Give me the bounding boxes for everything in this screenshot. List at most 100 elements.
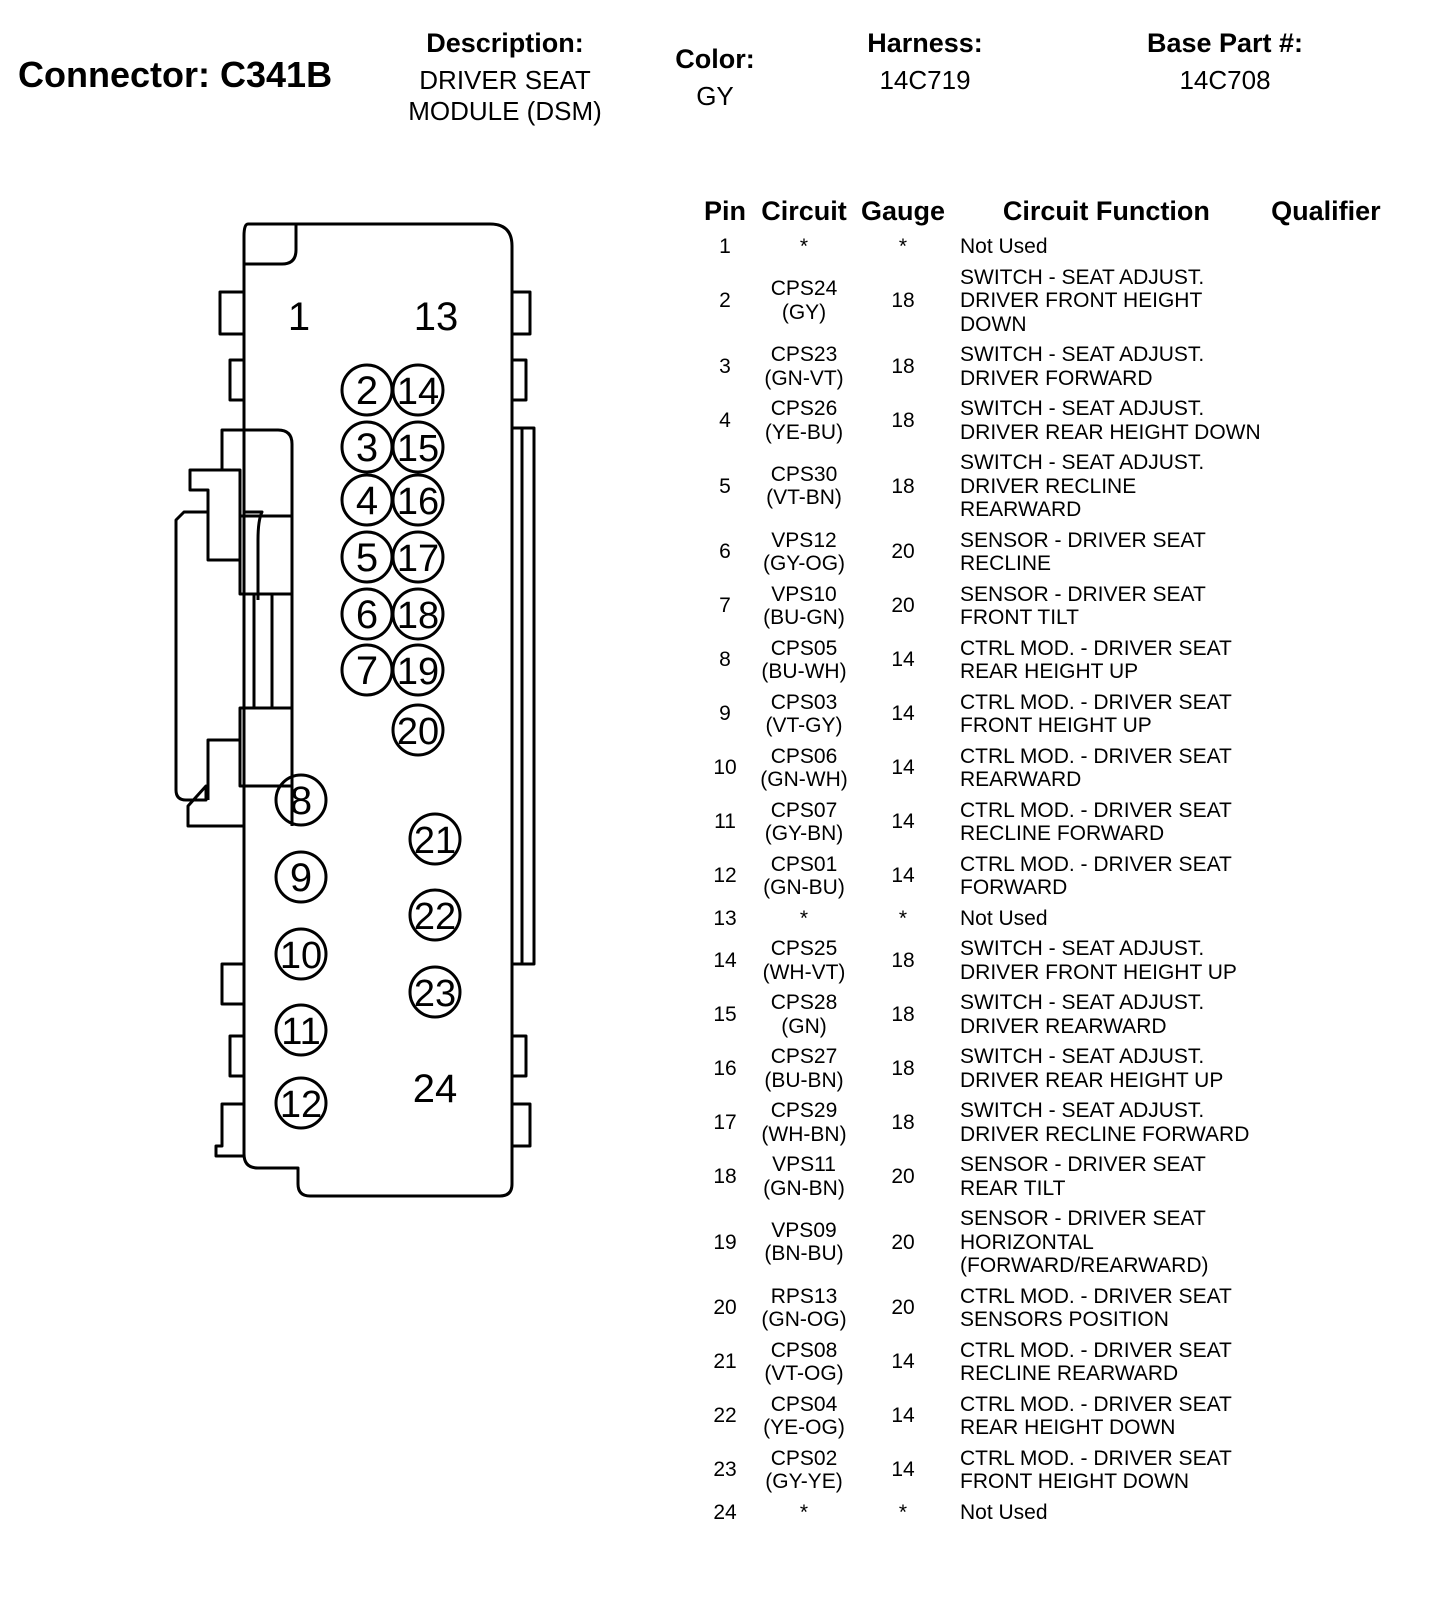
circuit-cell: *: [754, 1498, 854, 1529]
left-tab-2: [228, 358, 244, 402]
circuit-line: (GN-BN): [763, 1176, 845, 1200]
circuit-cell: CPS07(GY-BN): [754, 796, 854, 850]
circuit-cell: CPS29(WH-BN): [754, 1096, 854, 1150]
function-line: SWITCH - SEAT ADJUST.: [960, 397, 1205, 420]
pin-label: 13: [414, 295, 459, 339]
gauge-cell: 18: [891, 1002, 915, 1026]
function-line: FORWARD: [960, 876, 1068, 899]
function-line: SENSOR - DRIVER SEAT: [960, 1207, 1206, 1230]
circuit-line: CPS28: [770, 991, 838, 1014]
circuit-line: VPS09: [771, 1218, 837, 1242]
function-line: FRONT TILT: [960, 606, 1080, 629]
right-tab-3: [512, 1034, 528, 1078]
gauge-cell: 18: [891, 289, 915, 312]
function-line: DRIVER REAR HEIGHT DOWN: [960, 420, 1261, 444]
circuit-function-cell: Not Used: [952, 232, 1261, 263]
pin-number: 14: [713, 948, 737, 972]
left-tab-4: [228, 1034, 244, 1078]
base-part-block: Base Part #: 14C708: [1125, 28, 1325, 96]
pin-number-label: 10: [280, 935, 322, 977]
function-line: REARWARD: [960, 768, 1082, 791]
function-line: CTRL MOD. - DRIVER SEAT: [960, 1284, 1232, 1308]
function-line: DRIVER REAR HEIGHT UP: [960, 1068, 1224, 1092]
connector-id: C341B: [220, 54, 333, 95]
column-header-pin: Pin: [703, 195, 746, 226]
pin-number-label: 6: [356, 593, 378, 637]
circuit-line: (GY-OG): [762, 552, 846, 575]
pin-number-label: 11: [281, 1011, 320, 1053]
gauge-cell: 20: [891, 1296, 915, 1320]
pin-number: 13: [713, 906, 737, 930]
pin-number-label: 12: [280, 1084, 322, 1126]
circuit-line: CPS27: [770, 1045, 838, 1068]
pin-number-label: 8: [290, 779, 312, 823]
qualifier-cell: [1261, 1042, 1381, 1096]
pin-number: 4: [719, 408, 731, 432]
circuit-function-cell: SWITCH - SEAT ADJUST.DRIVER FORWARD: [952, 340, 1261, 394]
gauge-cell: 18: [891, 474, 915, 498]
function-line: SWITCH - SEAT ADJUST.: [960, 991, 1205, 1014]
circuit-line: (VT-GY): [765, 714, 843, 737]
gauge-cell: 18: [891, 948, 915, 972]
circuit-cell: *: [754, 904, 854, 935]
pin-cavity: [391, 420, 445, 474]
qualifier-cell: [1261, 394, 1381, 448]
circuit-function-cell: Not Used: [952, 904, 1261, 935]
circuit-cell: CPS27(BU-BN): [754, 1042, 854, 1096]
pin-label: 24: [413, 1067, 458, 1111]
table-row: 1**Not Used: [696, 232, 1381, 263]
circuit-line: (BU-BN): [764, 1068, 844, 1092]
pin-number-label: 7: [356, 649, 378, 693]
function-line: RECLINE REARWARD: [960, 1362, 1179, 1385]
pin-number: 22: [713, 1404, 737, 1428]
left-tab-3: [220, 962, 244, 1006]
gauge-cell: 18: [891, 1110, 915, 1134]
column-header-circuit: Circuit: [761, 195, 847, 226]
circuit-cell: CPS08(VT-OG): [754, 1336, 854, 1390]
function-line: SWITCH - SEAT ADJUST.: [960, 343, 1205, 366]
gauge-cell: *: [898, 1500, 908, 1524]
function-line: SENSORS POSITION: [960, 1308, 1169, 1331]
qualifier-cell: [1261, 448, 1381, 526]
pin-cavity: [391, 363, 445, 417]
pin-number: 6: [719, 540, 731, 564]
qualifier-cell: [1261, 796, 1381, 850]
pin-number-label: 14: [397, 371, 439, 413]
pin-number: 9: [719, 702, 731, 726]
base-part-label: Base Part #:: [1146, 28, 1304, 58]
connector-body-outline: [242, 222, 514, 1198]
pin-number-label: 23: [414, 973, 456, 1015]
circuit-line: CPS02: [770, 1446, 838, 1470]
pin-cavity: [274, 773, 328, 827]
pin-label: 1: [288, 295, 310, 339]
gauge-cell: 20: [891, 1164, 915, 1188]
table-row: 24**Not Used: [696, 1498, 1381, 1529]
function-line: DRIVER FORWARD: [960, 366, 1153, 390]
pin-number: 15: [713, 1002, 737, 1026]
top-latch-tab: [244, 224, 298, 266]
gauge-cell: 18: [891, 408, 915, 432]
function-line: DRIVER FRONT HEIGHT UP: [960, 960, 1237, 984]
function-line: (FORWARD/REARWARD): [960, 1254, 1209, 1277]
circuit-cell: VPS09(BN-BU): [754, 1204, 854, 1282]
circuit-line: (WH-VT): [762, 960, 846, 984]
function-line: CTRL MOD. - DRIVER SEAT: [960, 636, 1232, 660]
circuit-line: CPS24: [770, 277, 838, 301]
qualifier-cell: [1261, 526, 1381, 580]
circuit-line: VPS11: [772, 1153, 836, 1176]
pin-number: 24: [713, 1500, 737, 1524]
circuit-line: (GN-WH): [760, 768, 848, 791]
pin-cavity: [274, 1076, 328, 1130]
gauge-cell: 14: [891, 702, 915, 726]
pin-number: 23: [713, 1458, 737, 1482]
pin-number-label: 20: [397, 711, 439, 753]
gauge-cell: 20: [891, 540, 915, 564]
